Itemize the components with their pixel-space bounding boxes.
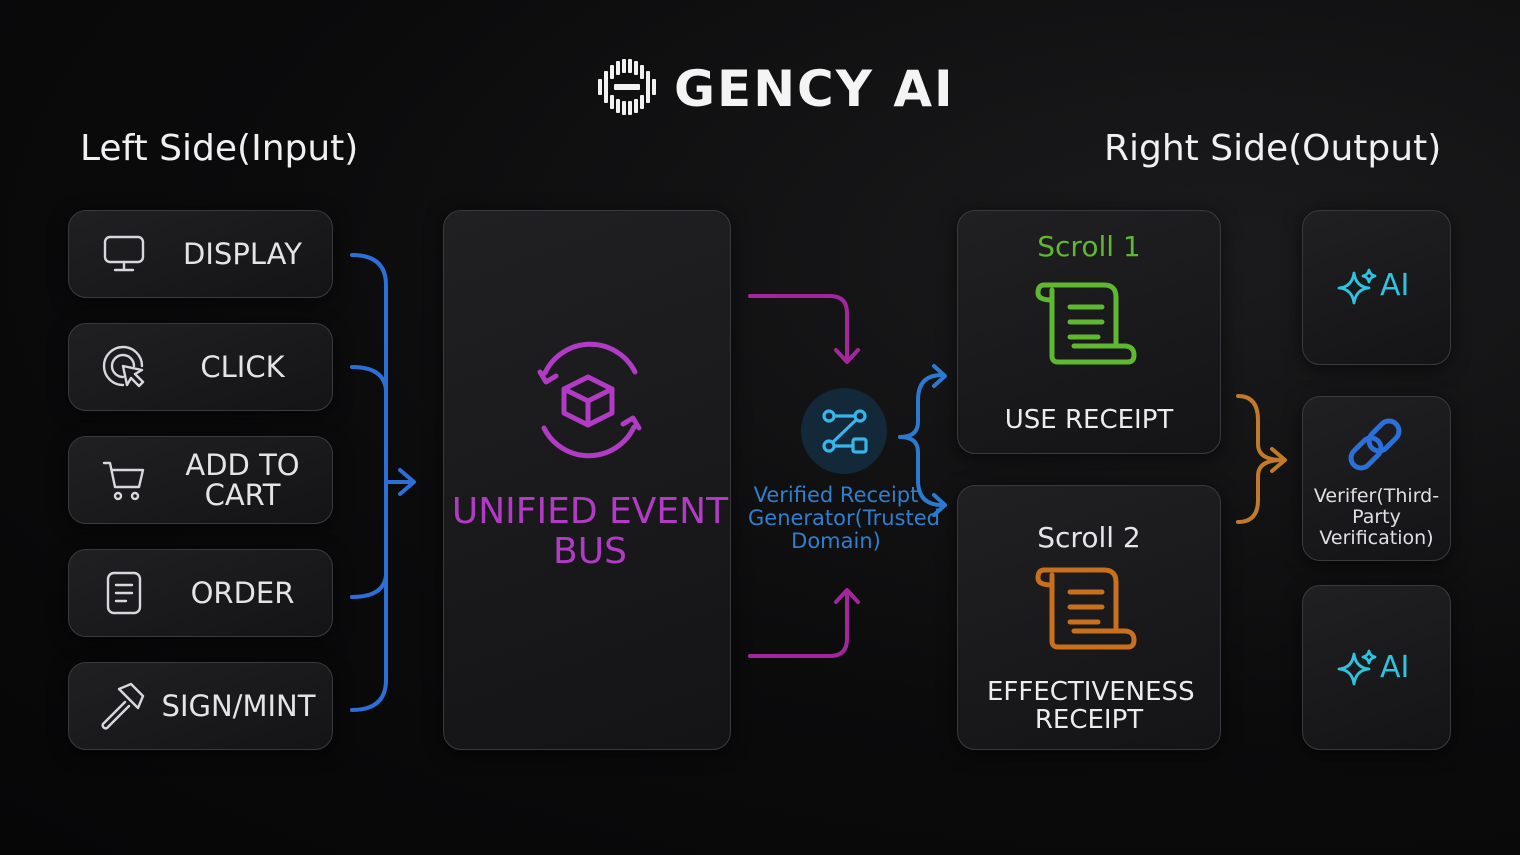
input-card-add-to-cart[interactable]: ADD TO CART	[68, 436, 333, 524]
cursor-click-icon	[99, 342, 149, 392]
cube-sync-icon	[537, 341, 642, 459]
monitor-icon	[99, 229, 149, 279]
output-ai-label-2: AI	[1380, 650, 1410, 685]
unified-event-bus-label: UNIFIED EVENT BUS	[451, 491, 729, 572]
scrolls-to-verifier-connector	[1236, 394, 1287, 524]
document-icon	[99, 568, 149, 618]
input-label-add-to-cart: ADD TO CART	[185, 448, 300, 512]
input-card-order[interactable]: ORDER	[68, 549, 333, 637]
brand-name: GENCY AI	[674, 60, 955, 118]
input-bracket-connector	[350, 253, 416, 712]
shopping-cart-icon	[99, 455, 149, 505]
scroll-2-title: Scroll 2	[1037, 521, 1141, 554]
scroll-2-subtitle: EFFECTIVENESS RECEIPT	[987, 677, 1195, 735]
input-card-click[interactable]: CLICK	[68, 323, 333, 411]
scroll-2-card[interactable]	[957, 485, 1221, 750]
left-side-title: Left Side(Input)	[80, 128, 359, 169]
bus-to-generator-connector	[748, 294, 860, 658]
input-label-display: DISPLAY	[183, 237, 302, 271]
scroll-1-card[interactable]	[957, 210, 1221, 454]
hammer-icon	[97, 681, 147, 731]
output-ai-card-1[interactable]	[1302, 210, 1451, 365]
unified-event-bus-card[interactable]	[443, 210, 731, 750]
input-label-sign-mint: SIGN/MINT	[161, 689, 316, 723]
input-card-sign-mint[interactable]: SIGN/MINT	[68, 662, 333, 750]
link-icon	[1348, 418, 1402, 471]
output-verifier-card[interactable]	[1302, 396, 1451, 561]
sparkle-icon	[1337, 649, 1377, 686]
output-verifier-label: Verifer(Third-Party Verification)	[1313, 485, 1440, 549]
scroll-1-icon	[1035, 282, 1137, 365]
scroll-1-subtitle: USE RECEIPT	[1004, 405, 1174, 435]
generator-to-scrolls-connector	[898, 364, 947, 517]
gency-logo-icon	[594, 57, 660, 122]
generator-label: Verified Receipt Generator(Trusted Domai…	[748, 483, 940, 553]
workflow-icon	[801, 388, 887, 474]
output-ai-card-2[interactable]	[1302, 585, 1451, 750]
sparkle-icon	[1337, 268, 1377, 305]
input-card-display[interactable]: DISPLAY	[68, 210, 333, 298]
input-label-click: CLICK	[200, 350, 285, 384]
right-side-title: Right Side(Output)	[1104, 128, 1442, 169]
input-label-order: ORDER	[190, 576, 295, 610]
output-ai-label-1: AI	[1380, 268, 1410, 303]
brand-header: GENCY AI	[594, 58, 955, 120]
scroll-1-title: Scroll 1	[1037, 230, 1141, 263]
scroll-2-icon	[1035, 567, 1137, 650]
